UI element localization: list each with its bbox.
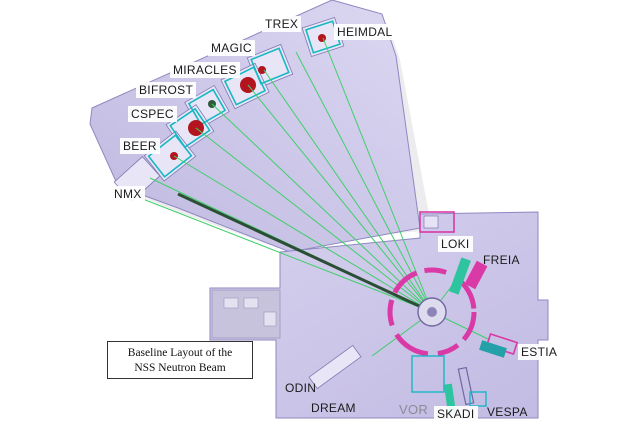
label-vor: VOR <box>399 402 429 417</box>
label-vespa: VESPA <box>487 405 528 419</box>
label-miracles: MIRACLES <box>170 62 240 78</box>
label-beer: BEER <box>120 138 160 154</box>
caption-box: Baseline Layout of the NSS Neutron Beam <box>107 341 253 379</box>
label-trex: TREX <box>262 16 302 32</box>
label-cspec: CSPEC <box>128 106 177 122</box>
caption-line-1: Baseline Layout of the <box>127 347 233 359</box>
label-nmx: NMX <box>111 186 145 202</box>
label-heimdal: HEIMDAL <box>334 24 396 40</box>
nmx-guide <box>177 192 433 314</box>
label-dream: DREAM <box>311 401 356 415</box>
caption-line-2: NSS Neutron Beam <box>134 362 226 374</box>
label-estia: ESTIA <box>518 344 561 360</box>
label-bifrost: BIFROST <box>136 82 197 98</box>
label-magic: MAGIC <box>208 40 255 56</box>
right-instruments <box>308 211 519 415</box>
label-loki: LOKI <box>438 236 473 252</box>
label-freia: FREIA <box>483 253 520 267</box>
bunker-ring <box>387 267 477 357</box>
label-odin: ODIN <box>285 381 317 395</box>
label-skadi: SKADI <box>434 406 478 422</box>
